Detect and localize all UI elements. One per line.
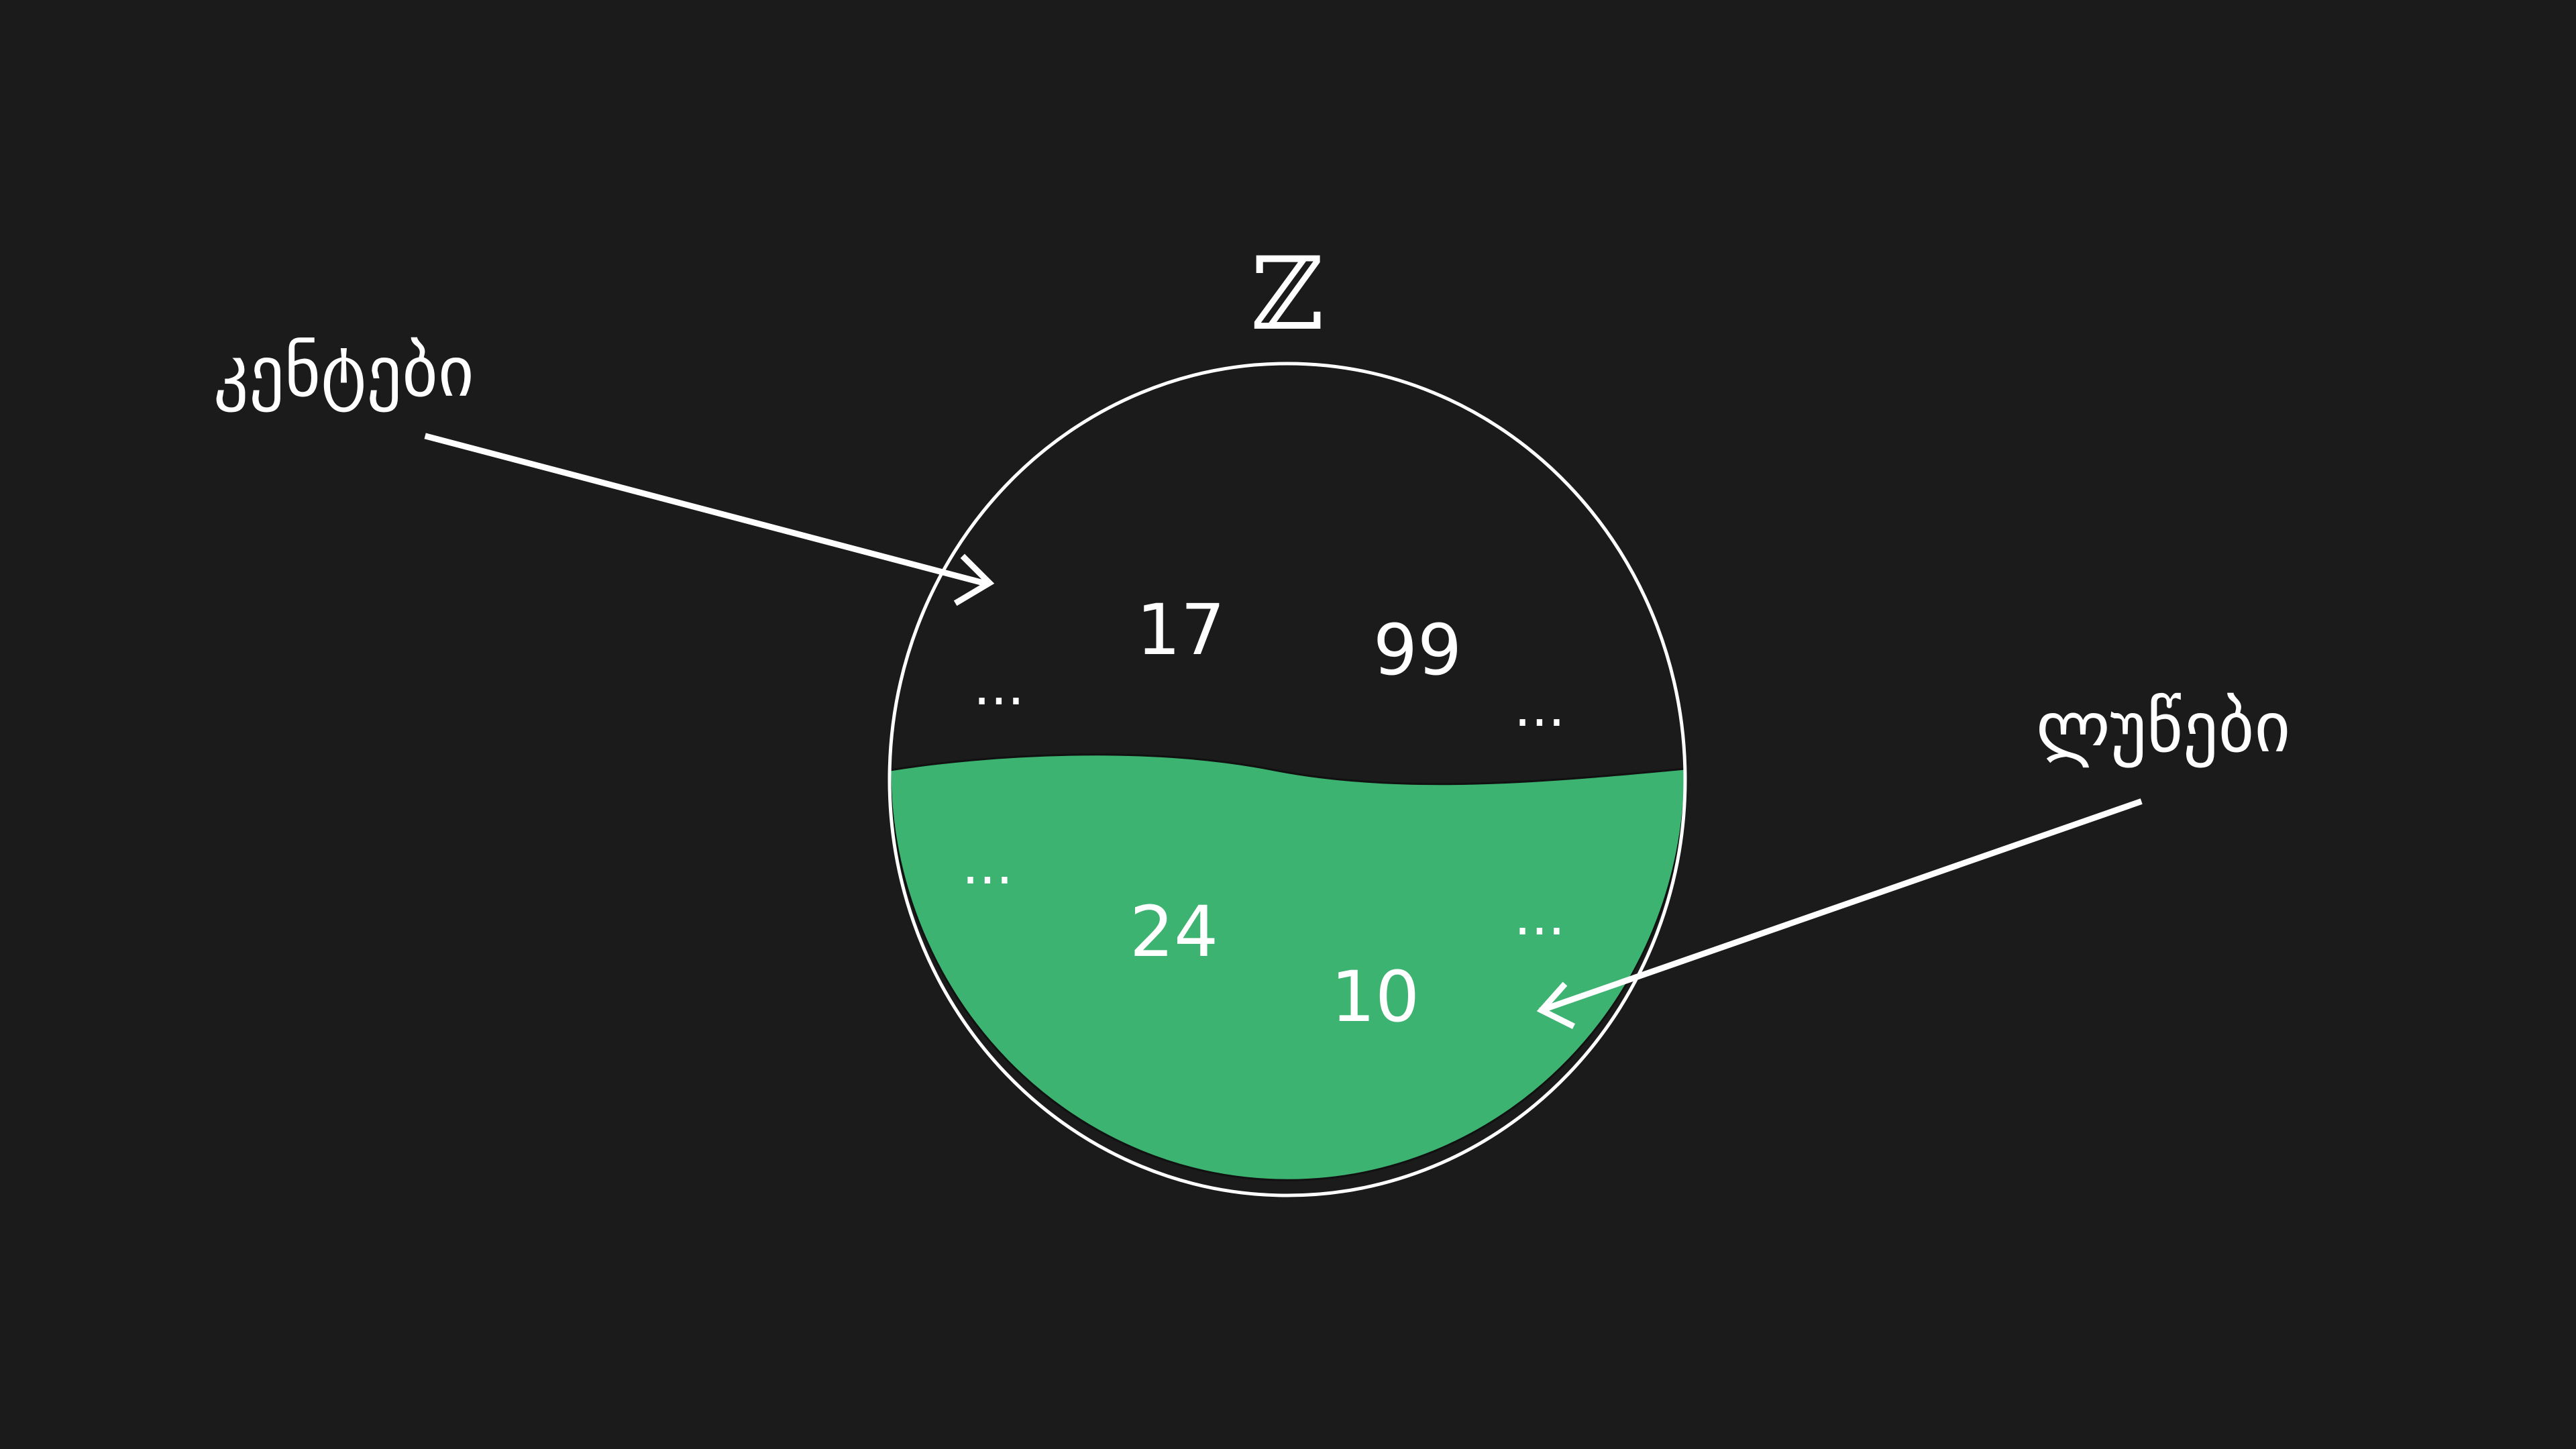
odd-ellipsis: ...: [973, 655, 1024, 717]
set-symbol: ℤ: [1250, 236, 1324, 353]
even-number: 10: [1331, 956, 1419, 1038]
odd-ellipsis: ...: [1514, 676, 1565, 739]
odd-number: 99: [1373, 609, 1462, 691]
even-ellipsis: ...: [962, 834, 1013, 896]
arrow-to-odd: [424, 433, 995, 606]
odd-number: 17: [1136, 589, 1225, 671]
even-ellipsis: ...: [1514, 885, 1565, 947]
even-region: [889, 753, 1686, 1182]
integers-circle: [888, 362, 1687, 1197]
odd-label: კენტები: [213, 331, 474, 413]
even-label: ლუწები: [2036, 686, 2290, 768]
even-number: 24: [1130, 891, 1218, 973]
arrow-to-even: [1536, 798, 2143, 1030]
